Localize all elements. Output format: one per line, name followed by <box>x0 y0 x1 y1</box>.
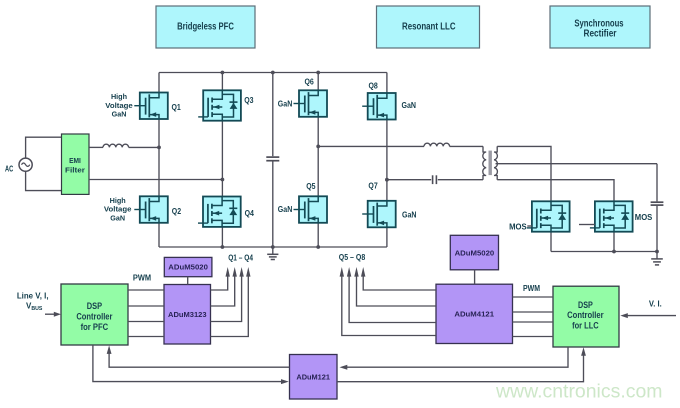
svg-text:Rectifier: Rectifier <box>584 29 617 40</box>
svg-text:GaN: GaN <box>112 110 127 119</box>
svg-text:Voltage: Voltage <box>105 101 133 110</box>
svg-text:PWM: PWM <box>523 284 540 293</box>
svg-text:Voltage: Voltage <box>104 205 132 214</box>
svg-text:DSP: DSP <box>87 300 102 311</box>
svg-text:Line V, I,: Line V, I, <box>17 292 49 301</box>
svg-text:Bridgeless PFC: Bridgeless PFC <box>177 22 234 33</box>
svg-text:High: High <box>111 92 127 101</box>
svg-text:PWM: PWM <box>133 274 152 283</box>
svg-text:Synchronous: Synchronous <box>574 18 623 29</box>
svg-text:ADuM3123: ADuM3123 <box>168 310 207 319</box>
svg-text:MOS: MOS <box>635 213 653 222</box>
svg-text:Filter: Filter <box>65 165 85 174</box>
svg-text:EMI: EMI <box>69 156 81 165</box>
svg-text:Resonant LLC: Resonant LLC <box>402 22 456 33</box>
svg-text:DSP: DSP <box>578 299 593 310</box>
svg-text:AC: AC <box>5 164 13 173</box>
svg-text:High: High <box>110 196 126 205</box>
svg-text:Q6: Q6 <box>305 78 315 87</box>
svg-text:GaN: GaN <box>402 210 417 219</box>
svg-text:GaN: GaN <box>278 205 293 214</box>
svg-text:Controller: Controller <box>567 309 604 320</box>
svg-text:GaN: GaN <box>402 101 417 110</box>
svg-text:GaN: GaN <box>110 213 125 222</box>
svg-text:for LLC: for LLC <box>572 319 599 330</box>
svg-text:ADuM5020: ADuM5020 <box>455 248 495 257</box>
svg-text:ADuM5020: ADuM5020 <box>168 262 208 271</box>
svg-text:Q5 – Q8: Q5 – Q8 <box>339 253 366 262</box>
svg-text:V. I.: V. I. <box>649 299 662 308</box>
svg-text:ADuM121: ADuM121 <box>296 373 330 382</box>
svg-text:Q5: Q5 <box>306 182 316 191</box>
svg-text:Controller: Controller <box>76 310 112 321</box>
svg-text:GaN: GaN <box>278 100 293 109</box>
svg-text:Q1: Q1 <box>172 103 182 112</box>
svg-text:Q4: Q4 <box>245 209 255 218</box>
svg-text:Q8: Q8 <box>369 82 379 91</box>
svg-text:Q3: Q3 <box>244 96 254 105</box>
svg-text:for PFC: for PFC <box>81 321 109 332</box>
svg-text:MOS: MOS <box>509 222 527 231</box>
svg-text:VBUS: VBUS <box>26 302 43 312</box>
svg-text:Q1 – Q4: Q1 – Q4 <box>228 253 253 262</box>
svg-text:ADuM4121: ADuM4121 <box>454 310 494 319</box>
svg-text:Q2: Q2 <box>172 207 182 216</box>
svg-text:www.cntronics.com: www.cntronics.com <box>495 380 662 402</box>
svg-text:Q7: Q7 <box>368 182 378 191</box>
